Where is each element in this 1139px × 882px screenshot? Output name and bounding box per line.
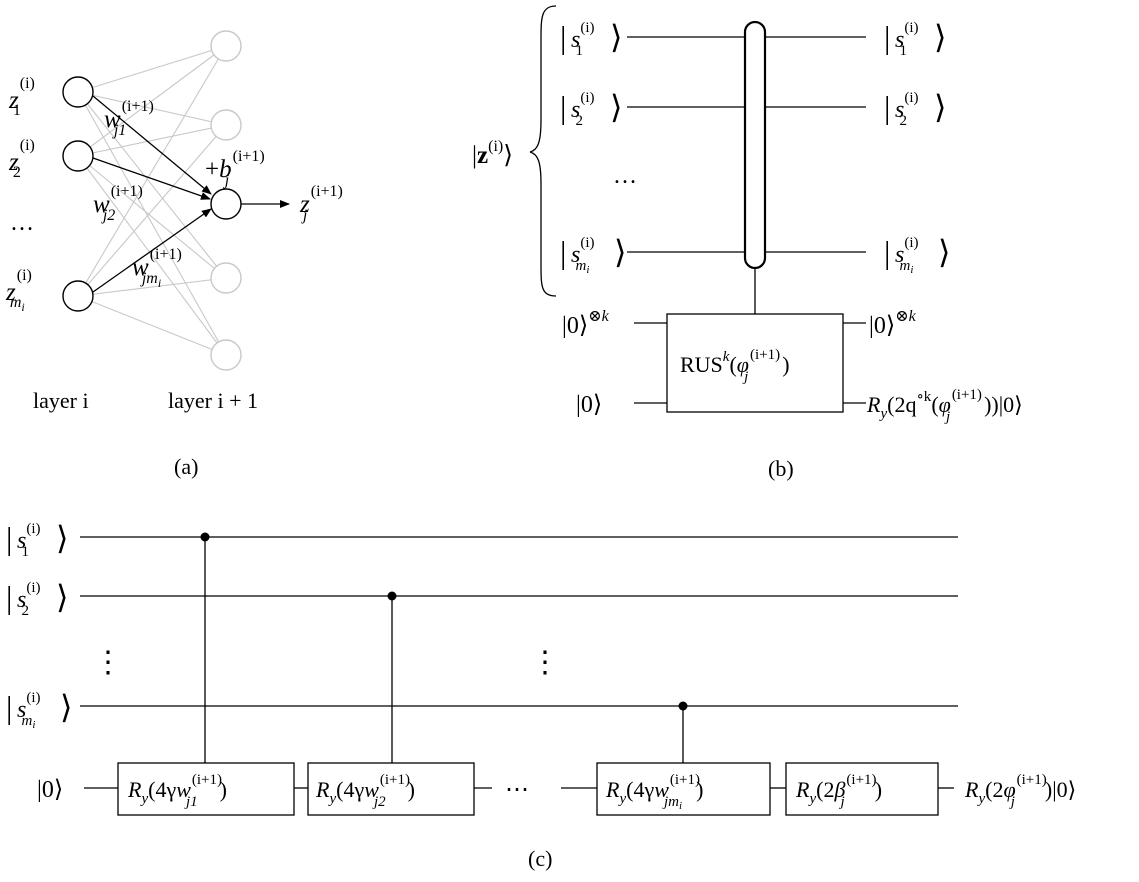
panel-b-circuit: |z(i)⟩ RUSk(φ(i+1)j) | s(i)1 ⟩ | s(i)2 ⟩…	[472, 5, 1023, 481]
vertical-ellipsis-left: ⋮	[93, 646, 123, 679]
rus-gate	[666, 313, 844, 413]
qubit-input-1: | s(i)1 ⟩	[560, 19, 622, 59]
panel-c-circuit: Ry(4γw(i+1)j1) Ry(4γw(i+1)j2) Ry(4γw(i+1…	[6, 520, 1076, 871]
weight-edge-1	[92, 95, 212, 195]
control-register-bar	[743, 20, 767, 270]
svg-text:|: |	[560, 19, 566, 55]
neuron-next-layer	[210, 30, 242, 62]
background-connections	[77, 45, 227, 356]
caption-b: (b)	[768, 456, 794, 481]
input-ellipsis: …	[10, 210, 34, 236]
svg-text:|: |	[884, 19, 890, 55]
output-label: z(i+1)j	[299, 183, 343, 224]
ry-gate-1	[117, 762, 295, 816]
target-neuron	[210, 188, 242, 220]
caption-a: (a)	[174, 454, 198, 479]
layer-label-i: layer i	[33, 388, 89, 413]
svg-text:s(i)1: s(i)1	[17, 521, 41, 560]
ry-bias-gate	[785, 762, 939, 816]
ry-gate-2-label: Ry(4γw(i+1)j2)	[315, 772, 415, 810]
svg-text:|: |	[884, 89, 890, 125]
weight-edge-3	[92, 208, 212, 293]
weight-label-m: w(i+1)jmi	[132, 246, 182, 290]
svg-text:⟩: ⟩	[60, 689, 72, 725]
target-input-label: |0⟩	[576, 392, 602, 418]
input-label-2: z(i)2	[8, 137, 35, 181]
rus-gate-label: RUSk(φ(i+1)j)	[680, 347, 790, 385]
control-dot-2	[387, 591, 397, 601]
qubit-input-2: | s(i)2 ⟩	[560, 89, 622, 129]
register-brace	[529, 5, 557, 297]
vertical-ellipsis-middle: ⋮	[530, 646, 560, 679]
c-target-output-label: Ry(2φ(i+1)j)|0⟩	[964, 772, 1076, 810]
gate-ellipsis: ⋯	[505, 777, 529, 803]
svg-text:|: |	[560, 234, 566, 270]
svg-text:|: |	[6, 689, 12, 725]
caption-c: (c)	[528, 846, 552, 871]
svg-text:⟩: ⟩	[934, 19, 946, 55]
input-label-1: z(i)1	[8, 75, 35, 119]
svg-text:s(i)2: s(i)2	[17, 580, 41, 619]
control-dot-1	[200, 532, 210, 542]
input-neuron-2	[62, 140, 94, 172]
svg-text:s(i)1: s(i)1	[895, 20, 919, 59]
svg-text:⟩: ⟩	[614, 234, 626, 270]
svg-text:⟩: ⟩	[56, 520, 68, 556]
qubit-output-2: | s(i)2 ⟩	[884, 89, 946, 129]
svg-text:⟩: ⟩	[56, 579, 68, 615]
bias-label: +b(i+1)j	[205, 148, 265, 189]
ancilla-input-label: |0⟩⊗k	[562, 308, 610, 339]
svg-text:|: |	[6, 579, 12, 615]
input-neuron-1	[62, 76, 94, 108]
panel-a-neural-network: z(i)1 z(i)2 z(i)mi … w(i+1)j1 w(i+1)j2 w…	[5, 30, 343, 479]
svg-text:s(i)2: s(i)2	[571, 90, 595, 129]
ry-gate-m	[596, 762, 771, 816]
c-target-input-label: |0⟩	[37, 777, 63, 803]
svg-text:s(i)mi: s(i)mi	[895, 235, 919, 276]
svg-text:⟩: ⟩	[610, 19, 622, 55]
qubit-output-1: | s(i)1 ⟩	[884, 19, 946, 59]
svg-text:|: |	[560, 89, 566, 125]
svg-text:|: |	[6, 520, 12, 556]
svg-text:⟩: ⟩	[938, 234, 950, 270]
svg-text:⟩: ⟩	[610, 89, 622, 125]
svg-text:s(i)2: s(i)2	[895, 90, 919, 129]
svg-text:s(i)mi: s(i)mi	[571, 235, 595, 276]
svg-text:s(i)1: s(i)1	[571, 20, 595, 59]
c-qubit-input-1: | s(i)1 ⟩	[6, 520, 68, 560]
qubit-ellipsis: …	[613, 163, 637, 189]
target-output-label: Ry(2q∘k(φ(i+1)j))|0⟩	[866, 387, 1023, 425]
svg-text:⟩: ⟩	[934, 89, 946, 125]
neuron-next-layer	[210, 262, 242, 294]
svg-text:s(i)mi: s(i)mi	[17, 690, 41, 731]
ry-bias-gate-label: Ry(2β(i+1)j)	[795, 772, 882, 810]
ry-gate-m-label: Ry(4γw(i+1)jmi)	[605, 772, 703, 812]
c-qubit-input-m: | s(i)mi ⟩	[6, 689, 72, 731]
control-dot-m	[678, 701, 688, 711]
weight-edge-2	[92, 157, 211, 200]
input-label-m: z(i)mi	[5, 267, 32, 314]
qubit-output-m: | s(i)mi ⟩	[884, 234, 950, 276]
weight-label-2: w(i+1)j2	[93, 183, 143, 224]
qubit-input-m: | s(i)mi ⟩	[560, 234, 626, 276]
input-neuron-m	[62, 280, 94, 312]
weight-label-1: w(i+1)j1	[104, 98, 154, 139]
ry-gate-2	[307, 762, 475, 816]
neuron-next-layer	[210, 339, 242, 371]
ry-gate-1-label: Ry(4γw(i+1)j1)	[127, 772, 227, 810]
svg-text:|: |	[884, 234, 890, 270]
ancilla-output-label: |0⟩⊗k	[869, 308, 917, 339]
layer-label-i-plus-1: layer i + 1	[168, 388, 258, 413]
neuron-next-layer	[210, 109, 242, 141]
c-qubit-input-2: | s(i)2 ⟩	[6, 579, 68, 619]
register-label: |z(i)⟩	[472, 138, 513, 169]
